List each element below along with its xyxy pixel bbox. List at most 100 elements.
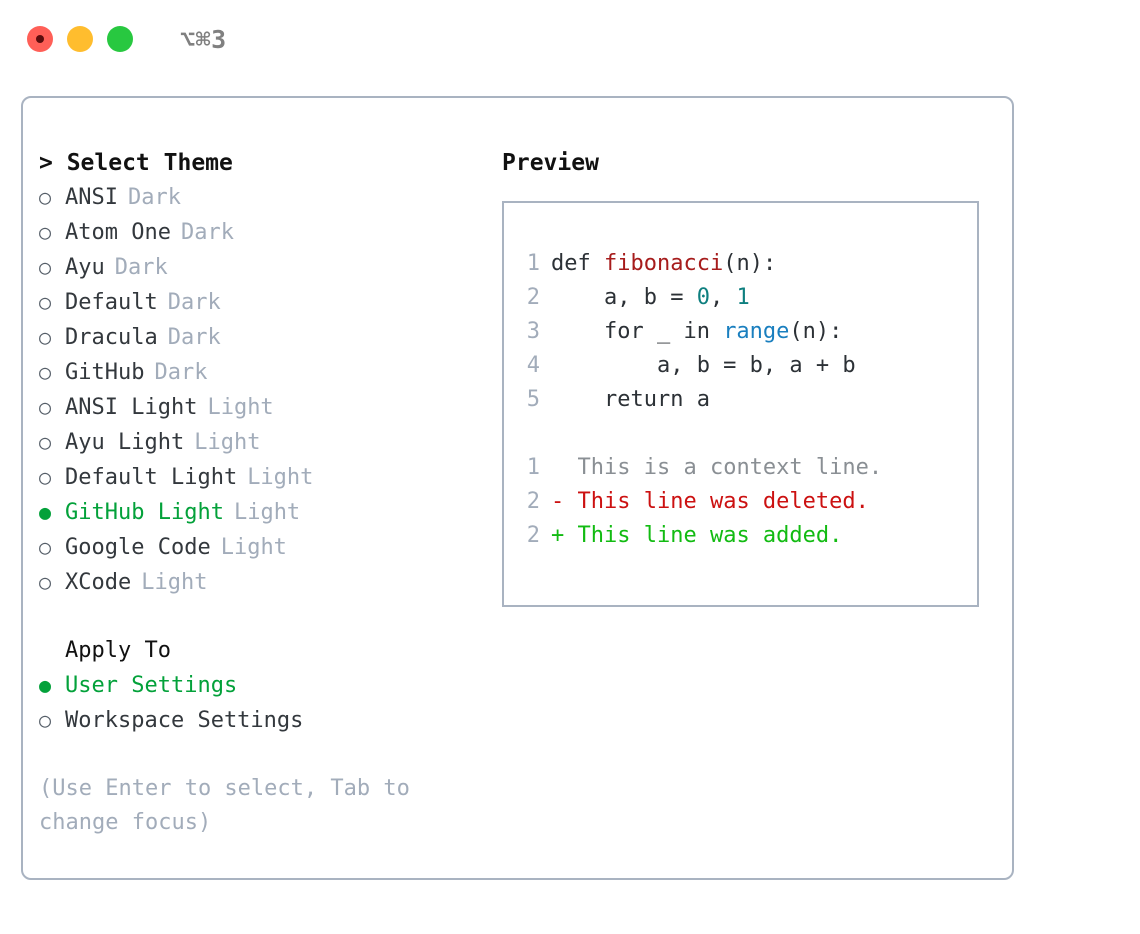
line-number: 3 <box>526 319 540 344</box>
code-line: 2 a, b = 0, 1 <box>516 281 977 315</box>
apply-to-option-workspace-settings[interactable]: ○ Workspace Settings <box>39 703 469 738</box>
theme-option-label: ANSI <box>65 185 118 210</box>
theme-option-label: Google Code <box>65 535 211 560</box>
code-token: a, b = <box>551 285 697 310</box>
theme-option-label: ANSI Light <box>65 395 198 420</box>
maximize-button[interactable] <box>107 26 133 52</box>
line-number: 1 <box>526 455 540 480</box>
code-line: 4 a, b = b, a + b <box>516 349 977 383</box>
radio-unselected-icon: ○ <box>39 255 52 279</box>
theme-option-label: Default Light <box>65 465 238 490</box>
theme-option-label: GitHub <box>65 360 145 385</box>
theme-option-atom-one[interactable]: ○ Atom One Dark <box>39 215 469 250</box>
code-line: 5 return a <box>516 383 977 417</box>
theme-variant-tag: Dark <box>167 325 221 350</box>
minimize-button[interactable] <box>67 26 93 52</box>
theme-option-ansi-light[interactable]: ○ ANSI Light Light <box>39 390 469 425</box>
code-token: (n): <box>789 319 843 344</box>
code-token: 0 <box>696 285 710 310</box>
theme-option-google-code[interactable]: ○ Google Code Light <box>39 530 469 565</box>
code-token: def <box>551 251 604 276</box>
theme-option-ayu-light[interactable]: ○ Ayu Light Light <box>39 425 469 460</box>
theme-option-label: Ayu Light <box>65 430 185 455</box>
theme-variant-tag: Light <box>220 535 287 560</box>
line-number: 4 <box>526 353 540 378</box>
code-token: range <box>723 319 790 344</box>
theme-variant-tag: Light <box>141 570 208 595</box>
code-token: , <box>709 285 737 310</box>
preview-heading: Preview <box>502 150 599 176</box>
diff-line-del: 2- This line was deleted. <box>516 485 977 519</box>
title-bar: ⌥⌘3 <box>0 0 1140 78</box>
diff-line-add: 2 + This line was added. <box>516 519 977 553</box>
theme-option-github-light[interactable]: ● GitHub Light Light <box>39 495 469 530</box>
radio-unselected-icon: ○ <box>39 430 52 454</box>
diff-text: This line was added. <box>577 523 843 548</box>
radio-selected-icon: ● <box>39 673 52 697</box>
apply-to-heading: Apply To <box>65 638 171 663</box>
theme-variant-tag: Light <box>233 500 301 525</box>
theme-option-label: Dracula <box>65 325 158 350</box>
theme-option-default[interactable]: ○ Default Dark <box>39 285 469 320</box>
diff-sample: 1 This is a context line.2- This line wa… <box>516 451 977 553</box>
keyboard-shortcut-label: ⌥⌘3 <box>180 24 227 54</box>
diff-line-ctx: 1 This is a context line. <box>516 451 977 485</box>
theme-variant-tag: Light <box>207 395 274 420</box>
radio-unselected-icon: ○ <box>39 395 52 419</box>
theme-option-label: GitHub Light <box>65 500 224 525</box>
theme-option-ansi[interactable]: ○ ANSI Dark <box>39 180 469 215</box>
code-token: (n): <box>723 251 777 276</box>
code-line: 3 for _ in range(n): <box>516 315 977 349</box>
theme-option-xcode[interactable]: ○ XCode Light <box>39 565 469 600</box>
diff-marker: + <box>551 523 578 548</box>
radio-unselected-icon: ○ <box>39 325 52 349</box>
radio-unselected-icon: ○ <box>39 290 52 314</box>
radio-unselected-icon: ○ <box>39 185 52 209</box>
diff-marker <box>551 451 578 485</box>
code-token: return a <box>551 387 710 412</box>
radio-unselected-icon: ○ <box>39 220 52 244</box>
close-button[interactable] <box>27 26 53 52</box>
radio-selected-icon: ● <box>39 500 52 524</box>
theme-option-label: Ayu <box>65 255 105 280</box>
radio-unselected-icon: ○ <box>39 570 52 594</box>
theme-variant-tag: Dark <box>167 290 221 315</box>
diff-marker: - <box>551 489 578 514</box>
theme-variant-tag: Dark <box>127 185 181 210</box>
code-token: fibonacci <box>603 251 724 276</box>
apply-to-option-label: Workspace Settings <box>65 708 304 733</box>
diff-text: This is a context line. <box>577 455 883 480</box>
apply-to-list: ● User Settings ○ Workspace Settings <box>39 668 469 738</box>
line-number: 5 <box>526 387 540 412</box>
code-token: a, b = b, a + b <box>551 353 856 378</box>
theme-variant-tag: Dark <box>180 220 234 245</box>
theme-option-label: XCode <box>65 570 132 595</box>
radio-unselected-icon: ○ <box>39 708 52 732</box>
theme-variant-tag: Light <box>247 465 314 490</box>
radio-unselected-icon: ○ <box>39 535 52 559</box>
keyboard-hint: (Use Enter to select, Tab to change focu… <box>39 776 424 835</box>
line-number: 2 <box>526 523 540 548</box>
select-theme-heading: > Select Theme <box>39 150 233 176</box>
code-token: 1 <box>736 285 750 310</box>
apply-to-option-label: User Settings <box>65 673 238 698</box>
theme-option-label: Default <box>65 290 158 315</box>
theme-option-label: Atom One <box>65 220 171 245</box>
theme-variant-tag: Light <box>194 430 261 455</box>
theme-variant-tag: Dark <box>154 360 208 385</box>
apply-to-option-user-settings[interactable]: ● User Settings <box>39 668 469 703</box>
radio-unselected-icon: ○ <box>39 360 52 384</box>
theme-option-github[interactable]: ○ GitHub Dark <box>39 355 469 390</box>
line-number: 2 <box>526 285 540 310</box>
theme-option-dracula[interactable]: ○ Dracula Dark <box>39 320 469 355</box>
line-number: 2 <box>526 489 540 514</box>
